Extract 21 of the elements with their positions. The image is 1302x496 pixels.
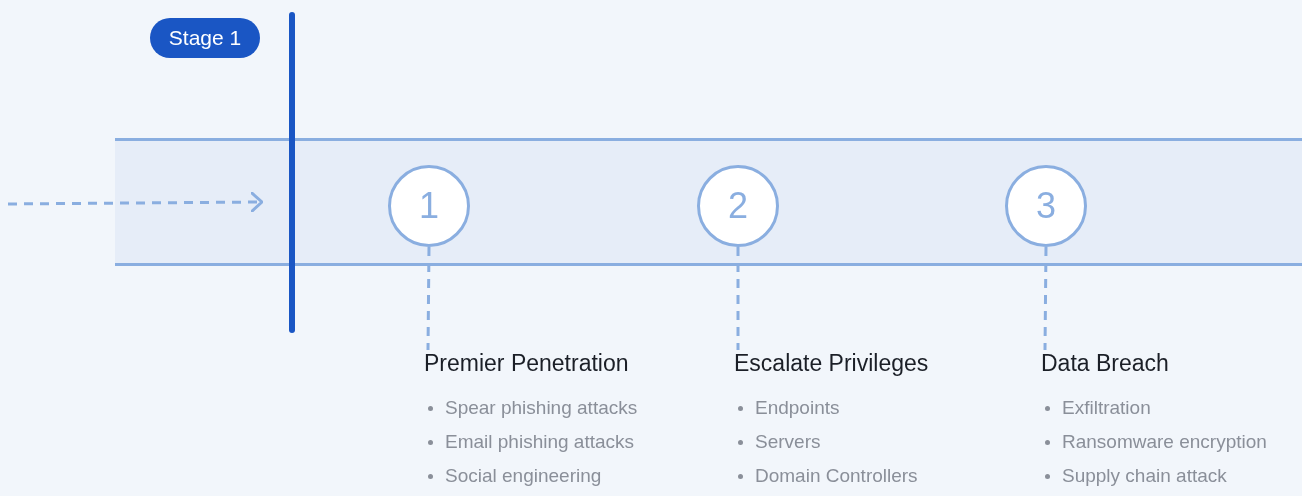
stage-label: Stage 1	[150, 18, 260, 58]
leader-line	[1043, 247, 1048, 350]
bullet-item: Spear phishing attacks	[424, 391, 638, 425]
bullet-item: Endpoints	[734, 391, 840, 425]
bullet-item: Email phishing attacks	[424, 425, 635, 459]
leader-line	[426, 247, 431, 350]
bullet-item: Servers	[734, 425, 821, 459]
step-circle: 1	[388, 165, 470, 247]
bullet-item: Supply chain attack	[1041, 459, 1227, 493]
step-circle: 3	[1005, 165, 1087, 247]
step-circle: 2	[697, 165, 779, 247]
bullet-item: Ransomware encryption	[1041, 425, 1267, 459]
step-heading: Data Breach	[1041, 350, 1169, 377]
bullet-item: Social engineering	[424, 459, 602, 493]
timeline-band	[115, 138, 1302, 266]
bullet-item: Domain Controllers	[734, 459, 918, 493]
arrow	[8, 191, 264, 213]
leader-line	[736, 247, 740, 350]
bullet-item: Exfiltration	[1041, 391, 1151, 425]
step-heading: Premier Penetration	[424, 350, 629, 377]
step-heading: Escalate Privileges	[734, 350, 929, 377]
